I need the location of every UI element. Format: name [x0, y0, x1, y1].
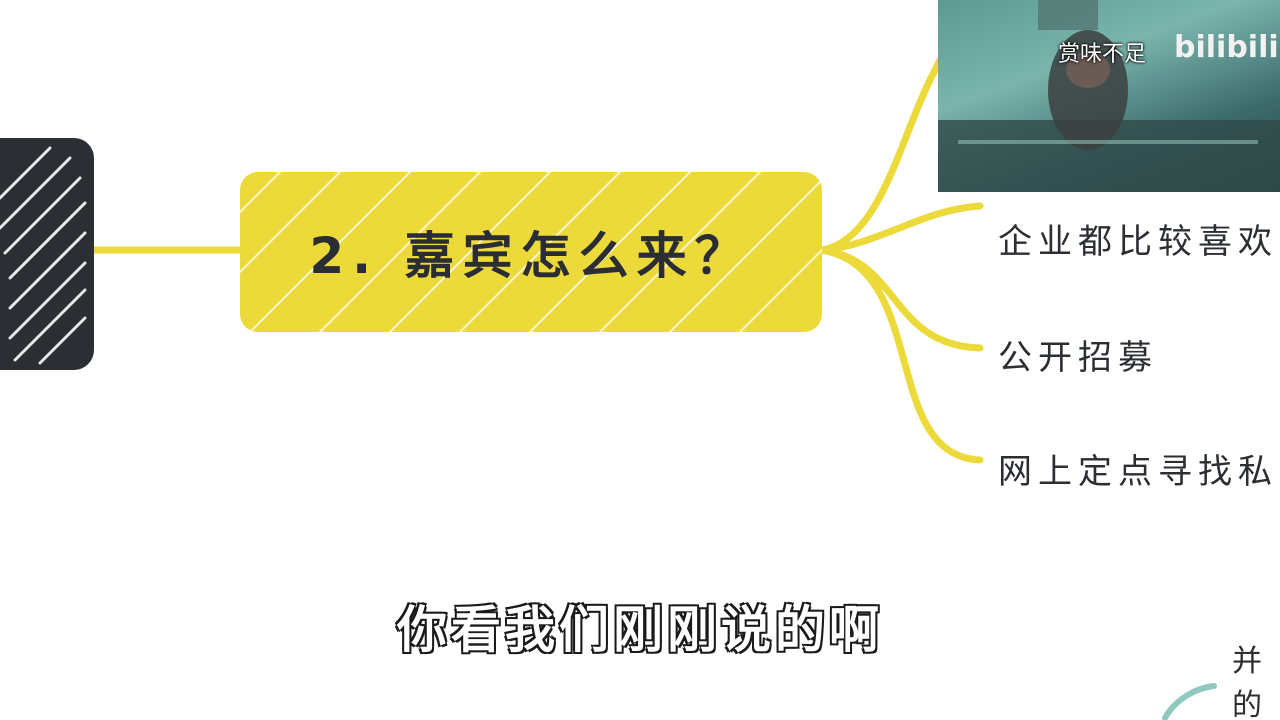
main-topic-node[interactable]: 2. 嘉宾怎么来？	[240, 172, 822, 332]
thumbnail-watermark: 赏味不足	[1058, 42, 1147, 67]
dark-topic-node[interactable]	[0, 138, 94, 370]
video-thumbnail-icon[interactable]: 赏味不足 bilibili	[938, 0, 1280, 192]
thumbnail-scene	[938, 0, 1280, 192]
branch-to-leaf-2	[818, 246, 984, 352]
bilibili-logo-icon: bilibili	[1174, 30, 1279, 65]
branch-leaf-3[interactable]: 网上定点寻找私	[998, 452, 1278, 492]
branch-leaf-2[interactable]: 公开招募	[998, 338, 1158, 378]
teal-arc	[1162, 683, 1217, 720]
branch-to-leaf-3	[818, 246, 984, 464]
video-subtitle: 你看我们刚刚说的啊	[396, 600, 883, 660]
main-node-hatch	[240, 172, 822, 332]
dark-node-hatch	[0, 146, 87, 365]
corner-fragment-line-2: 的	[1232, 688, 1262, 720]
branch-to-leaf-1	[818, 202, 984, 254]
branch-to-thumbnail	[818, 56, 944, 254]
corner-fragment-line-1: 并	[1232, 644, 1262, 679]
branch-leaf-1[interactable]: 企业都比较喜欢	[998, 222, 1278, 262]
main-topic-title: 2. 嘉宾怎么来？	[309, 227, 753, 285]
